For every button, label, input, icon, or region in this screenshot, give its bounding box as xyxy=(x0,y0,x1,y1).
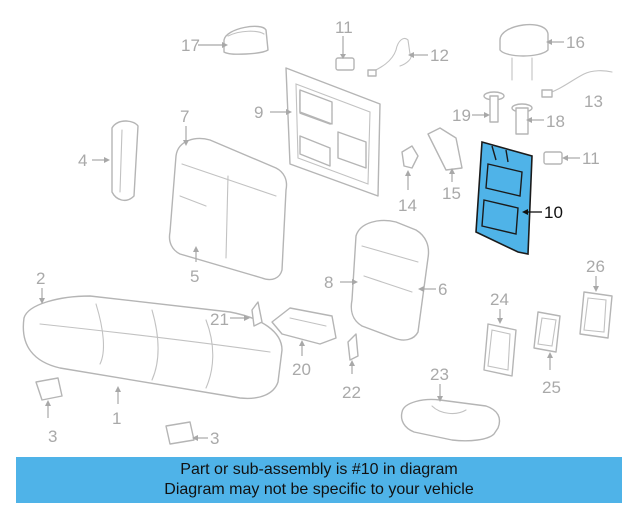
callout-17: 17 xyxy=(181,36,228,55)
part-21-bracket[interactable] xyxy=(251,301,263,327)
callout-label: 17 xyxy=(181,36,200,55)
part-3-bracket-right[interactable] xyxy=(165,421,195,445)
part-23-armrest[interactable] xyxy=(400,398,501,442)
svg-text:3: 3 xyxy=(48,427,57,446)
svg-text:25: 25 xyxy=(542,378,561,397)
svg-text:3: 3 xyxy=(210,429,219,448)
part-6-seatback[interactable] xyxy=(350,219,430,341)
svg-text:5: 5 xyxy=(190,267,199,286)
callout-1: 1 xyxy=(112,386,121,428)
svg-text:9: 9 xyxy=(254,103,263,122)
svg-text:4: 4 xyxy=(78,151,87,170)
callout-21: 21 xyxy=(210,310,250,329)
callout-22: 22 xyxy=(342,360,361,402)
part-5-seatback[interactable] xyxy=(168,137,288,281)
callout-13: 13 xyxy=(584,92,603,111)
callout-14: 14 xyxy=(398,170,417,215)
part-16-headrest[interactable] xyxy=(499,23,549,81)
svg-text:16: 16 xyxy=(566,33,585,52)
callout-6: 6 xyxy=(418,280,447,299)
callout-9: 9 xyxy=(254,103,292,122)
banner-line-2: Diagram may not be specific to your vehi… xyxy=(164,481,474,498)
part-1-cushion[interactable] xyxy=(22,295,283,400)
callout-15: 15 xyxy=(442,168,461,203)
svg-text:7: 7 xyxy=(180,107,189,126)
part-25-panel[interactable] xyxy=(533,311,561,353)
svg-text:8: 8 xyxy=(324,273,333,292)
svg-text:18: 18 xyxy=(546,112,565,131)
part-3-bracket-left[interactable] xyxy=(35,377,63,401)
part-26-panel[interactable] xyxy=(579,291,613,339)
svg-text:1: 1 xyxy=(112,409,121,428)
svg-text:2: 2 xyxy=(36,269,45,288)
callout-4: 4 xyxy=(78,151,110,170)
svg-text:14: 14 xyxy=(398,196,417,215)
svg-text:20: 20 xyxy=(292,360,311,379)
svg-text:12: 12 xyxy=(430,46,449,65)
callout-19: 19 xyxy=(452,106,490,125)
callout-12: 12 xyxy=(408,46,449,65)
part-4-bolster[interactable] xyxy=(111,120,139,202)
callout-20: 20 xyxy=(292,340,311,379)
svg-text:24: 24 xyxy=(490,290,509,309)
part-18-guide[interactable] xyxy=(511,103,533,135)
callout-18: 18 xyxy=(526,112,565,131)
callout-7: 7 xyxy=(180,107,189,146)
part-10-panel[interactable] xyxy=(475,140,533,255)
svg-text:23: 23 xyxy=(430,365,449,384)
svg-text:19: 19 xyxy=(452,106,471,125)
callout-25: 25 xyxy=(542,352,561,397)
part-12-cable[interactable] xyxy=(367,37,412,77)
banner-line-1: Part or sub-assembly is #10 in diagram xyxy=(180,461,458,478)
svg-text:15: 15 xyxy=(442,184,461,203)
part-11-clip-top[interactable] xyxy=(335,36,355,71)
callout-3-right: 3 xyxy=(192,429,219,448)
part-20-hinge[interactable] xyxy=(271,307,337,345)
callout-10: 10 xyxy=(522,203,563,222)
part-13-harness[interactable] xyxy=(541,70,613,98)
part-15-trim[interactable] xyxy=(427,127,463,171)
info-banner: Part or sub-assembly is #10 in diagram D… xyxy=(16,457,622,503)
callout-3-left: 3 xyxy=(45,400,57,446)
svg-text:21: 21 xyxy=(210,310,229,329)
callout-11-top: 11 xyxy=(335,18,353,37)
parts-diagram: 17 11 12 16 13 19 xyxy=(22,18,613,448)
svg-text:11: 11 xyxy=(582,149,600,168)
callout-8: 8 xyxy=(324,273,358,292)
svg-text:22: 22 xyxy=(342,383,361,402)
callout-23: 23 xyxy=(430,365,449,402)
part-11-clip-right[interactable] xyxy=(543,151,563,165)
part-24-panel[interactable] xyxy=(483,323,517,377)
callout-24: 24 xyxy=(490,290,509,324)
callout-2: 2 xyxy=(36,269,45,304)
svg-text:26: 26 xyxy=(586,257,605,276)
part-22-bracket[interactable] xyxy=(347,333,359,361)
part-14-latch[interactable] xyxy=(401,145,419,169)
callout-16: 16 xyxy=(546,33,585,52)
callout-11-right: 11 xyxy=(562,149,600,168)
part-9-frame[interactable] xyxy=(285,67,381,197)
callout-26: 26 xyxy=(586,257,605,292)
svg-text:10: 10 xyxy=(544,203,563,222)
svg-text:6: 6 xyxy=(438,280,447,299)
part-19-guide[interactable] xyxy=(483,91,505,123)
callout-5: 5 xyxy=(190,246,199,286)
part-17-headrest[interactable] xyxy=(223,25,269,55)
